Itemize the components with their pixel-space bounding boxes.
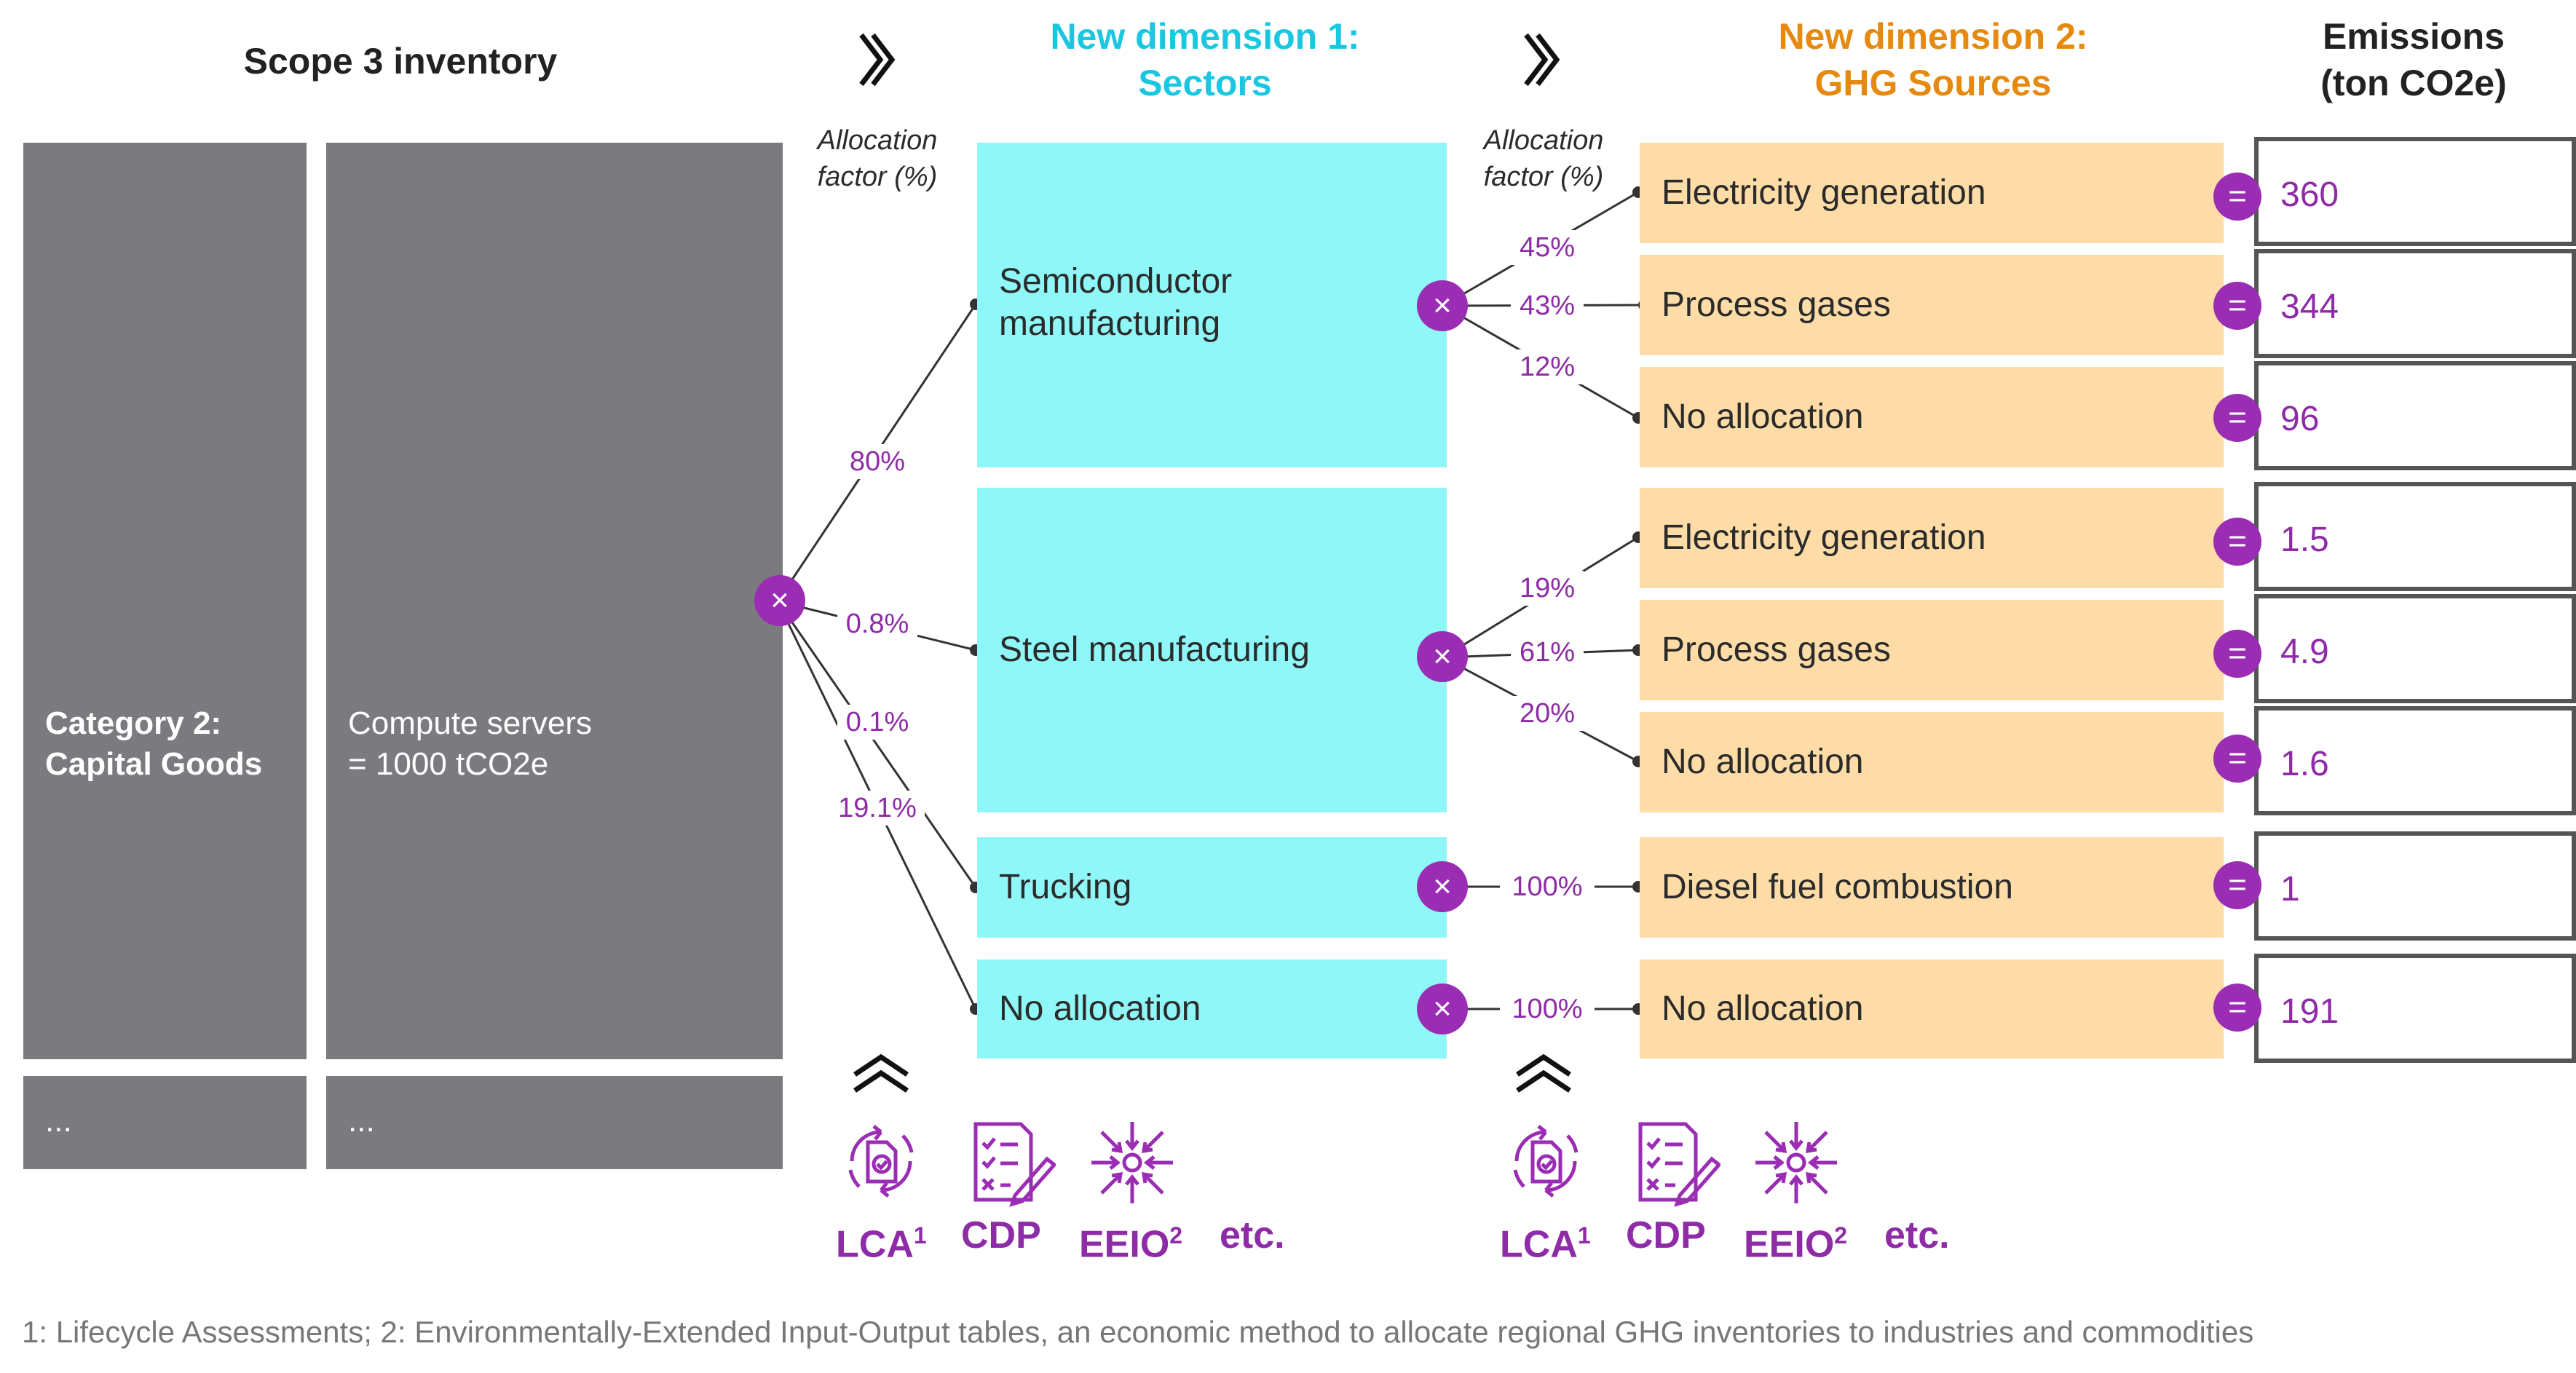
emission-box: 1.5 <box>2254 482 2576 591</box>
emission-value: 191 <box>2280 992 2339 1031</box>
equals-icon: = <box>2213 861 2261 909</box>
equals-icon: = <box>2213 518 2261 566</box>
emission-box: 191 <box>2254 954 2576 1063</box>
multiply-icon: × <box>1417 280 1468 331</box>
category-label: Category 2: Capital Goods <box>45 705 263 782</box>
more-item-box: ... <box>326 1076 783 1169</box>
emission-value: 96 <box>2280 400 2320 438</box>
eeio-label: EEIO2 <box>1744 1222 1848 1266</box>
source-label: Process gases <box>1662 630 1891 669</box>
sector-box-semiconductor: Semiconductor manufacturing <box>977 143 1447 467</box>
chevron-up-icon <box>852 1054 910 1095</box>
chevron-right-icon <box>856 31 899 89</box>
multiply-icon: × <box>754 575 805 626</box>
source-box: No allocation <box>1640 367 2224 467</box>
dimension2-header: New dimension 2: GHG Sources <box>1778 16 2088 103</box>
category-box: Category 2: Capital Goods <box>23 143 307 1059</box>
source-label: No allocation <box>1662 397 1864 436</box>
chevron-up-icon <box>1514 1054 1573 1095</box>
source-box: Electricity generation <box>1640 143 2224 243</box>
sector-label: Steel manufacturing <box>999 630 1310 669</box>
allocation-factor-label: 12% <box>1511 349 1584 384</box>
sector-box-steel: Steel manufacturing <box>977 488 1447 812</box>
cdp-label: CDP <box>961 1214 1041 1257</box>
etc-label: etc. <box>1220 1214 1285 1257</box>
emission-value: 1.6 <box>2280 745 2329 783</box>
emission-box: 360 <box>2254 137 2576 246</box>
allocation-factor-label: 0.1% <box>837 705 917 740</box>
source-box: Electricity generation <box>1640 488 2224 588</box>
equals-icon: = <box>2213 984 2261 1032</box>
emissions-header: Emissions (ton CO2e) <box>2320 16 2507 103</box>
equals-icon: = <box>2213 173 2261 221</box>
inventory-item-box: Compute servers = 1000 tCO2e <box>326 143 783 1059</box>
inventory-item-label: Compute servers = 1000 tCO2e <box>348 705 593 782</box>
allocation-factor-label: 19% <box>1511 571 1584 606</box>
lca-label: LCA1 <box>836 1222 927 1266</box>
eeio-network-icon <box>1751 1117 1841 1208</box>
emission-value: 360 <box>2280 175 2339 214</box>
source-label: Diesel fuel combustion <box>1662 868 2013 906</box>
eeio-network-icon <box>1087 1117 1177 1208</box>
eeio-label: EEIO2 <box>1079 1222 1183 1266</box>
source-label: No allocation <box>1662 743 1864 781</box>
ellipsis-text: ... <box>348 1103 375 1139</box>
sector-box-trucking: Trucking <box>977 837 1447 938</box>
allocation-factor-label: 20% <box>1511 696 1584 731</box>
source-box: Diesel fuel combustion <box>1640 837 2224 938</box>
lca-cycle-icon <box>837 1117 925 1205</box>
allocation-factor-label: 43% <box>1511 288 1584 323</box>
source-box: Process gases <box>1640 600 2224 700</box>
allocation-factor-label: 0.8% <box>837 606 917 641</box>
source-label: No allocation <box>1662 989 1864 1028</box>
lca-label: LCA1 <box>1500 1222 1591 1266</box>
multiply-icon: × <box>1417 984 1468 1034</box>
ellipsis-text: ... <box>45 1103 72 1139</box>
etc-label: etc. <box>1884 1214 1950 1257</box>
equals-icon: = <box>2213 394 2261 442</box>
equals-icon: = <box>2213 282 2261 330</box>
emission-value: 344 <box>2280 288 2339 326</box>
emission-value: 1.5 <box>2280 521 2329 559</box>
sector-label: Trucking <box>999 868 1132 906</box>
allocation-factor-label: 45% <box>1511 230 1584 265</box>
sector-box-no-allocation: No allocation <box>977 959 1447 1059</box>
sector-label: No allocation <box>999 989 1201 1028</box>
multiply-icon: × <box>1417 861 1468 912</box>
emission-box: 4.9 <box>2254 594 2576 703</box>
allocation-factor-label: 100% <box>1500 992 1595 1026</box>
allocation-factor-label: 19.1% <box>830 791 925 826</box>
source-box: No allocation <box>1640 959 2224 1059</box>
emission-box: 1 <box>2254 831 2576 941</box>
cdp-label: CDP <box>1626 1214 1706 1257</box>
emission-box: 1.6 <box>2254 706 2576 815</box>
dimension1-header: New dimension 1: Sectors <box>1050 16 1360 103</box>
chevron-right-icon <box>1520 31 1564 89</box>
source-label: Electricity generation <box>1662 173 1986 212</box>
emission-value: 4.9 <box>2280 633 2329 671</box>
footnote: 1: Lifecycle Assessments; 2: Environment… <box>22 1315 2254 1349</box>
emission-value: 1 <box>2280 870 2300 909</box>
equals-icon: = <box>2213 630 2261 678</box>
allocation-factor-label: 80% <box>841 444 914 479</box>
multiply-icon: × <box>1417 631 1468 682</box>
source-box: No allocation <box>1640 712 2224 812</box>
lca-cycle-icon <box>1502 1117 1589 1205</box>
more-category-box: ... <box>23 1076 307 1169</box>
cdp-checklist-icon <box>1633 1120 1720 1207</box>
cdp-checklist-icon <box>968 1120 1056 1207</box>
emission-box: 344 <box>2254 249 2576 358</box>
scope3-header: Scope 3 inventory <box>243 41 558 82</box>
allocation-factor-header: Allocation factor (%) <box>817 125 938 192</box>
allocation-factor-label: 61% <box>1511 635 1584 670</box>
source-label: Process gases <box>1662 285 1891 324</box>
source-label: Electricity generation <box>1662 518 1986 557</box>
source-box: Process gases <box>1640 255 2224 355</box>
allocation-factor-header: Allocation factor (%) <box>1483 125 1604 192</box>
sector-label: Semiconductor manufacturing <box>999 262 1233 343</box>
allocation-factor-label: 100% <box>1500 869 1595 904</box>
equals-icon: = <box>2213 735 2261 783</box>
emission-box: 96 <box>2254 361 2576 470</box>
